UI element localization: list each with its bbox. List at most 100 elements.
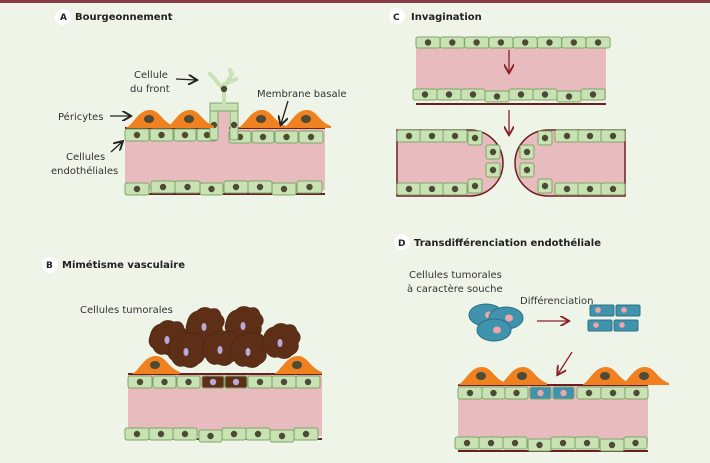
pericyte-nucleus [150, 361, 160, 369]
cell-nucleus [203, 131, 211, 139]
cell-nucleus [424, 39, 432, 46]
cell-nucleus [609, 185, 617, 193]
label-endothelial-cells: Cellules [66, 152, 105, 163]
cell-nucleus [513, 389, 520, 397]
differentiated-nucleus [621, 307, 627, 313]
panel-a-letter: A [60, 13, 67, 23]
cell-nucleus [632, 439, 639, 447]
pericyte-nucleus [301, 115, 311, 123]
label-tip-cell-2: du front [130, 84, 170, 95]
cell-nucleus [451, 132, 459, 140]
cell-nucleus [471, 182, 479, 190]
panel-a: A Bourgeonnement Cellule du front Membra… [51, 9, 347, 196]
pericyte-nucleus [256, 115, 266, 123]
cell-nucleus [133, 185, 141, 193]
cell-nucleus [157, 430, 165, 438]
cell-nucleus [633, 389, 640, 397]
cell-nucleus [181, 131, 189, 139]
cell-nucleus [493, 93, 501, 100]
top-border [0, 0, 710, 3]
cell-nucleus [428, 185, 436, 193]
blood-vessel [454, 367, 669, 452]
stem-tumor-cells [468, 303, 641, 342]
tumor-nucleus [164, 336, 170, 344]
cell-nucleus [586, 132, 594, 140]
tumor-nucleus [277, 339, 283, 347]
panel-b-title: Mimétisme vasculaire [62, 259, 185, 271]
cell-nucleus [421, 91, 429, 98]
cell-nucleus [283, 133, 290, 141]
cell-nucleus [609, 132, 617, 140]
cell-nucleus [541, 134, 549, 142]
cell-nucleus [560, 389, 567, 397]
arrow [281, 100, 289, 124]
label-stem-tumor-cells: Cellules tumorales [409, 270, 502, 281]
pericyte-nucleus [600, 372, 610, 380]
tumor-nucleus [245, 348, 251, 356]
panel-d-letter: D [398, 239, 405, 249]
panel-c: C Invagination [389, 8, 626, 197]
cell-nucleus [280, 185, 288, 193]
cell-nucleus [563, 132, 571, 140]
cell-nucleus [449, 39, 456, 46]
cell-nucleus [536, 441, 543, 449]
tumor-nucleus [201, 323, 207, 331]
cell-nucleus [585, 389, 593, 397]
stem-nucleus [493, 326, 501, 334]
cell-nucleus [133, 131, 141, 139]
differentiated-nucleus [595, 307, 601, 313]
cell-nucleus [259, 133, 267, 141]
cell-nucleus [497, 39, 505, 46]
cell-nucleus [307, 133, 315, 141]
cell-nucleus [230, 121, 238, 129]
panel-letter-badge [55, 9, 71, 25]
pericyte-nucleus [639, 372, 649, 380]
differentiated-cell [587, 319, 613, 332]
cell-nucleus [232, 183, 240, 191]
differentiated-nucleus [593, 322, 599, 328]
cell-nucleus [405, 185, 413, 193]
tip-cell-filopodia [208, 68, 238, 105]
cell-nucleus [304, 378, 312, 386]
arrow [175, 79, 196, 80]
panel-c-letter: C [393, 13, 400, 23]
cell-nucleus [161, 378, 168, 386]
cell-nucleus [254, 430, 262, 438]
cell-nucleus [256, 378, 264, 386]
cell-nucleus [209, 378, 217, 386]
cell-nucleus [469, 91, 477, 98]
cell-nucleus [523, 166, 531, 174]
cell-nucleus [207, 432, 214, 440]
cell-nucleus [133, 430, 141, 438]
cell-nucleus [559, 439, 567, 447]
cell-nucleus [184, 183, 191, 191]
arrow [558, 351, 573, 374]
blood-vessel [124, 306, 322, 443]
cell-nucleus [463, 439, 471, 447]
cell-nucleus [489, 166, 497, 174]
tumor-nucleus [240, 322, 246, 330]
label-endothelial-cells-2: endothéliales [51, 165, 118, 177]
cell-nucleus [405, 132, 413, 140]
cell-nucleus [586, 185, 594, 193]
cell-nucleus [489, 148, 497, 156]
cell-nucleus [181, 430, 189, 438]
panel-d-title: Transdifférenciation endothéliale [414, 237, 601, 249]
cell-nucleus [511, 439, 519, 447]
panel-b-letter: B [46, 261, 53, 271]
label-basement-membrane: Membrane basale [257, 89, 347, 100]
cell-nucleus [522, 39, 529, 46]
label-pericytes: Péricytes [58, 111, 103, 123]
pericyte-nucleus [292, 361, 302, 369]
cell-nucleus [278, 432, 286, 440]
cell-nucleus [428, 132, 436, 140]
cell-nucleus [451, 185, 459, 193]
pericyte-nucleus [184, 115, 194, 123]
differentiated-cell [589, 304, 615, 317]
cell-nucleus [280, 378, 288, 386]
differentiated-nucleus [619, 322, 625, 328]
label-tip-cell: Cellule [134, 70, 168, 81]
cell-nucleus [232, 378, 240, 386]
cell-nucleus [541, 91, 549, 98]
panel-d: D Transdifférenciation endothéliale Cell… [394, 234, 669, 452]
